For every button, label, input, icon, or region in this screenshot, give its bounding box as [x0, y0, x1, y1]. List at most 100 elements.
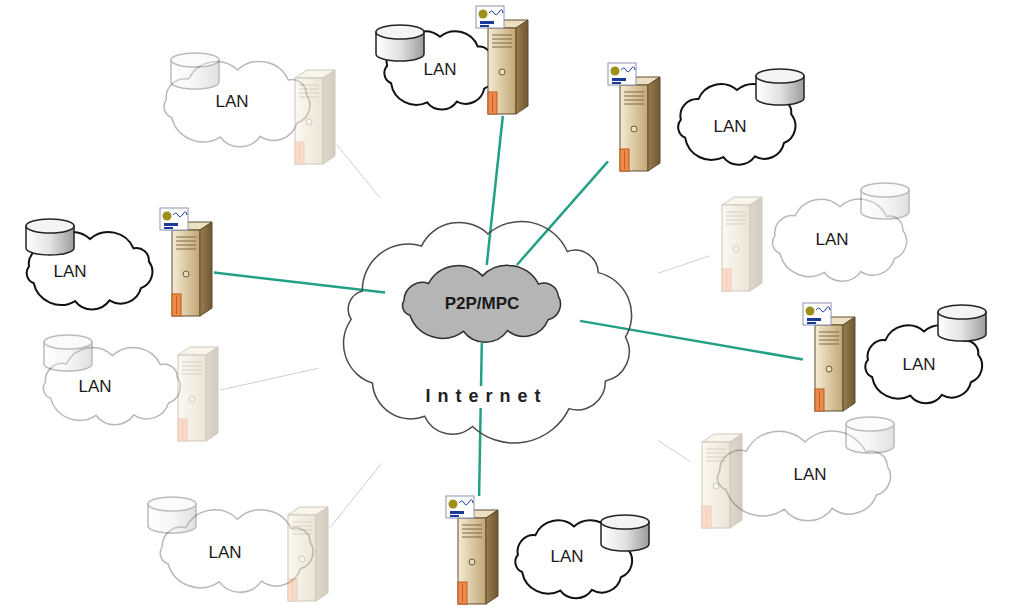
server-bay — [182, 366, 202, 367]
certificate-seal — [611, 67, 620, 76]
certificate-card — [446, 496, 474, 518]
server-panel-line — [819, 391, 820, 409]
server-bay — [299, 89, 319, 90]
lan-cloud: LAN — [15, 208, 214, 318]
database-icon — [376, 25, 424, 61]
server-panel — [172, 294, 181, 316]
database-icon — [171, 53, 219, 89]
certificate-icon — [476, 6, 504, 28]
node-outline — [15, 208, 214, 318]
server-bay — [819, 340, 839, 341]
server-panel-line — [182, 421, 183, 439]
server-bay — [492, 35, 512, 36]
server-button — [299, 556, 305, 562]
server-side — [200, 222, 212, 316]
server-side — [323, 70, 335, 164]
server-side — [206, 347, 218, 441]
server-side — [516, 20, 528, 114]
server-bay — [706, 453, 726, 454]
database-icon — [44, 335, 92, 371]
certificate-icon — [160, 208, 188, 230]
server-front — [620, 85, 648, 171]
certificate-card — [803, 303, 831, 325]
lan-cloud: LAN — [150, 52, 337, 166]
connector — [220, 368, 318, 390]
database-icon — [148, 497, 196, 533]
database-top — [148, 497, 196, 511]
server-bay — [292, 530, 312, 531]
lan-cloud: LAN — [710, 182, 920, 293]
server-side — [750, 197, 762, 291]
server-bay — [492, 47, 512, 48]
database-top — [601, 515, 649, 529]
certificate-icon — [803, 303, 831, 325]
server-panel-line — [299, 144, 300, 162]
connector — [337, 145, 380, 198]
database-icon — [26, 219, 74, 255]
server-bay — [462, 537, 482, 538]
server-bay — [182, 374, 202, 375]
server-side — [648, 77, 660, 171]
certificate-icon — [446, 496, 474, 518]
certificate-bar — [450, 515, 459, 517]
server-panel — [458, 582, 467, 604]
server-button — [713, 483, 719, 489]
server-icon — [160, 208, 212, 316]
connector — [330, 463, 382, 528]
server-bay — [182, 362, 202, 363]
server-bay — [462, 525, 482, 526]
server-panel — [295, 142, 304, 164]
database-icon — [861, 183, 909, 219]
node-label: LAN — [793, 465, 826, 485]
connector — [658, 256, 710, 274]
server-bay — [624, 100, 644, 101]
server-panel — [488, 92, 497, 114]
server-bay — [492, 39, 512, 40]
server-front — [458, 518, 486, 604]
server-bay — [624, 96, 644, 97]
database-icon — [756, 69, 804, 105]
certificate-signature — [173, 212, 187, 217]
certificate-seal — [449, 500, 458, 509]
lan-cloud: LAN — [145, 493, 330, 603]
database-icon — [846, 417, 894, 453]
server-front — [178, 355, 206, 441]
server-button — [631, 126, 637, 132]
server-icon — [702, 434, 742, 528]
server-bay — [726, 216, 746, 217]
node-outline — [803, 303, 993, 413]
database-top — [756, 69, 804, 83]
server-panel-line — [176, 296, 177, 314]
database-top — [861, 183, 909, 197]
node-label: LAN — [215, 92, 248, 112]
server-bay — [726, 224, 746, 225]
certificate-bar — [164, 227, 173, 229]
server-front — [288, 515, 316, 601]
certificate-bar — [807, 318, 821, 321]
connector — [580, 321, 803, 360]
certificate-icon — [608, 63, 636, 85]
server-bay — [462, 533, 482, 534]
server-icon — [178, 347, 218, 441]
server-bay — [176, 241, 196, 242]
server-bay — [726, 220, 746, 221]
server-bay — [292, 522, 312, 523]
certificate-signature — [621, 67, 635, 72]
lan-cloud: LAN — [374, 6, 530, 116]
database-top — [44, 335, 92, 349]
server-bay — [176, 245, 196, 246]
certificate-seal — [806, 307, 815, 316]
server-bay — [706, 461, 726, 462]
server-panel-line — [462, 584, 463, 602]
server-button — [189, 396, 195, 402]
server-front — [295, 78, 323, 164]
node-label: LAN — [53, 262, 86, 282]
server-bay — [706, 457, 726, 458]
server-bay — [176, 237, 196, 238]
certificate-card — [160, 208, 188, 230]
server-panel-line — [292, 581, 293, 599]
certificate-bar — [480, 25, 489, 27]
node-label: LAN — [902, 355, 935, 375]
database-icon — [601, 515, 649, 551]
